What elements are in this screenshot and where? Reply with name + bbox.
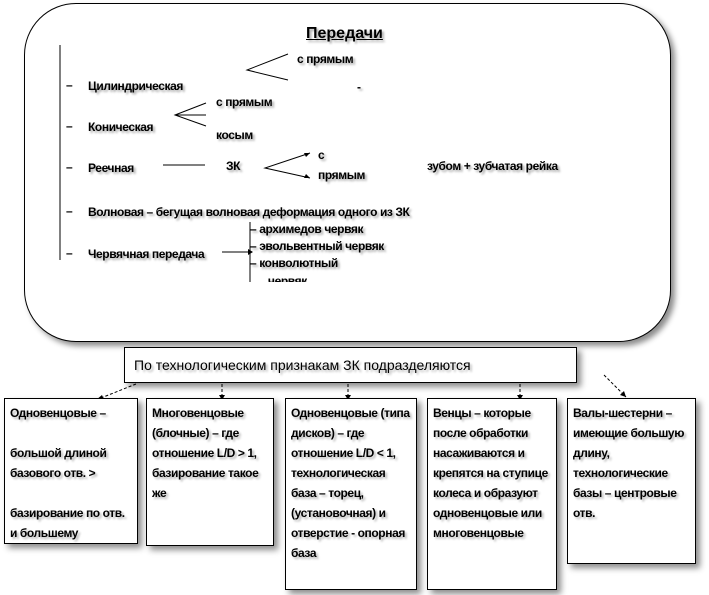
category-box-rims: Венцы – которые после обработки насажива… bbox=[427, 398, 557, 590]
rack-mid: ЗК bbox=[226, 159, 241, 173]
rack-branch-2: прямым bbox=[318, 168, 366, 182]
type-rack: Реечная bbox=[88, 161, 134, 175]
dash-marker: – bbox=[66, 78, 73, 92]
dash-marker: – bbox=[66, 160, 73, 174]
dash-marker: – bbox=[66, 246, 73, 260]
dash-marker: – bbox=[66, 119, 73, 133]
dash-marker: – bbox=[66, 204, 73, 218]
arrow-cylindrical bbox=[245, 53, 289, 81]
banner-text: По технологическим признакам ЗК подразде… bbox=[134, 357, 471, 373]
classification-banner: По технологическим признакам ЗК подразде… bbox=[124, 347, 577, 383]
type-wave: Волновая – бегущая волновая деформация о… bbox=[88, 205, 410, 219]
diagram-title: Передачи bbox=[306, 25, 383, 42]
category-box-multi-rim: Многовенцовые (блочные) – где отношение … bbox=[146, 398, 274, 546]
rack-branch-1: с bbox=[318, 148, 325, 162]
conical-branch-2: косым bbox=[216, 128, 253, 142]
category-box-disc: Одновенцовые (типа дисков) – где отношен… bbox=[285, 398, 417, 590]
classification-panel bbox=[24, 3, 671, 342]
category-box-single-rim: Одновенцовые – большой длиной базового о… bbox=[4, 398, 138, 544]
type-cylindrical: Цилиндрическая bbox=[88, 79, 183, 93]
worm-item-cut: червяк bbox=[268, 274, 307, 282]
worm-item: – архимедов червяк bbox=[250, 222, 364, 236]
arrow-rack bbox=[263, 152, 311, 179]
worm-item: – конволютный bbox=[250, 256, 338, 270]
conical-branch-1: с прямым bbox=[216, 95, 273, 109]
worm-item: – эвольвентный червяк bbox=[250, 239, 384, 253]
stray-dash: - bbox=[357, 80, 361, 94]
type-conical: Коническая bbox=[88, 120, 154, 134]
rack-note: зубом + зубчатая рейка bbox=[427, 159, 558, 173]
category-box-shaft-gear: Валы-шестерни – имеющие большую длину, т… bbox=[567, 398, 696, 564]
type-worm: Червячная передача bbox=[88, 247, 205, 261]
cylindrical-branch: с прямым bbox=[297, 52, 354, 66]
